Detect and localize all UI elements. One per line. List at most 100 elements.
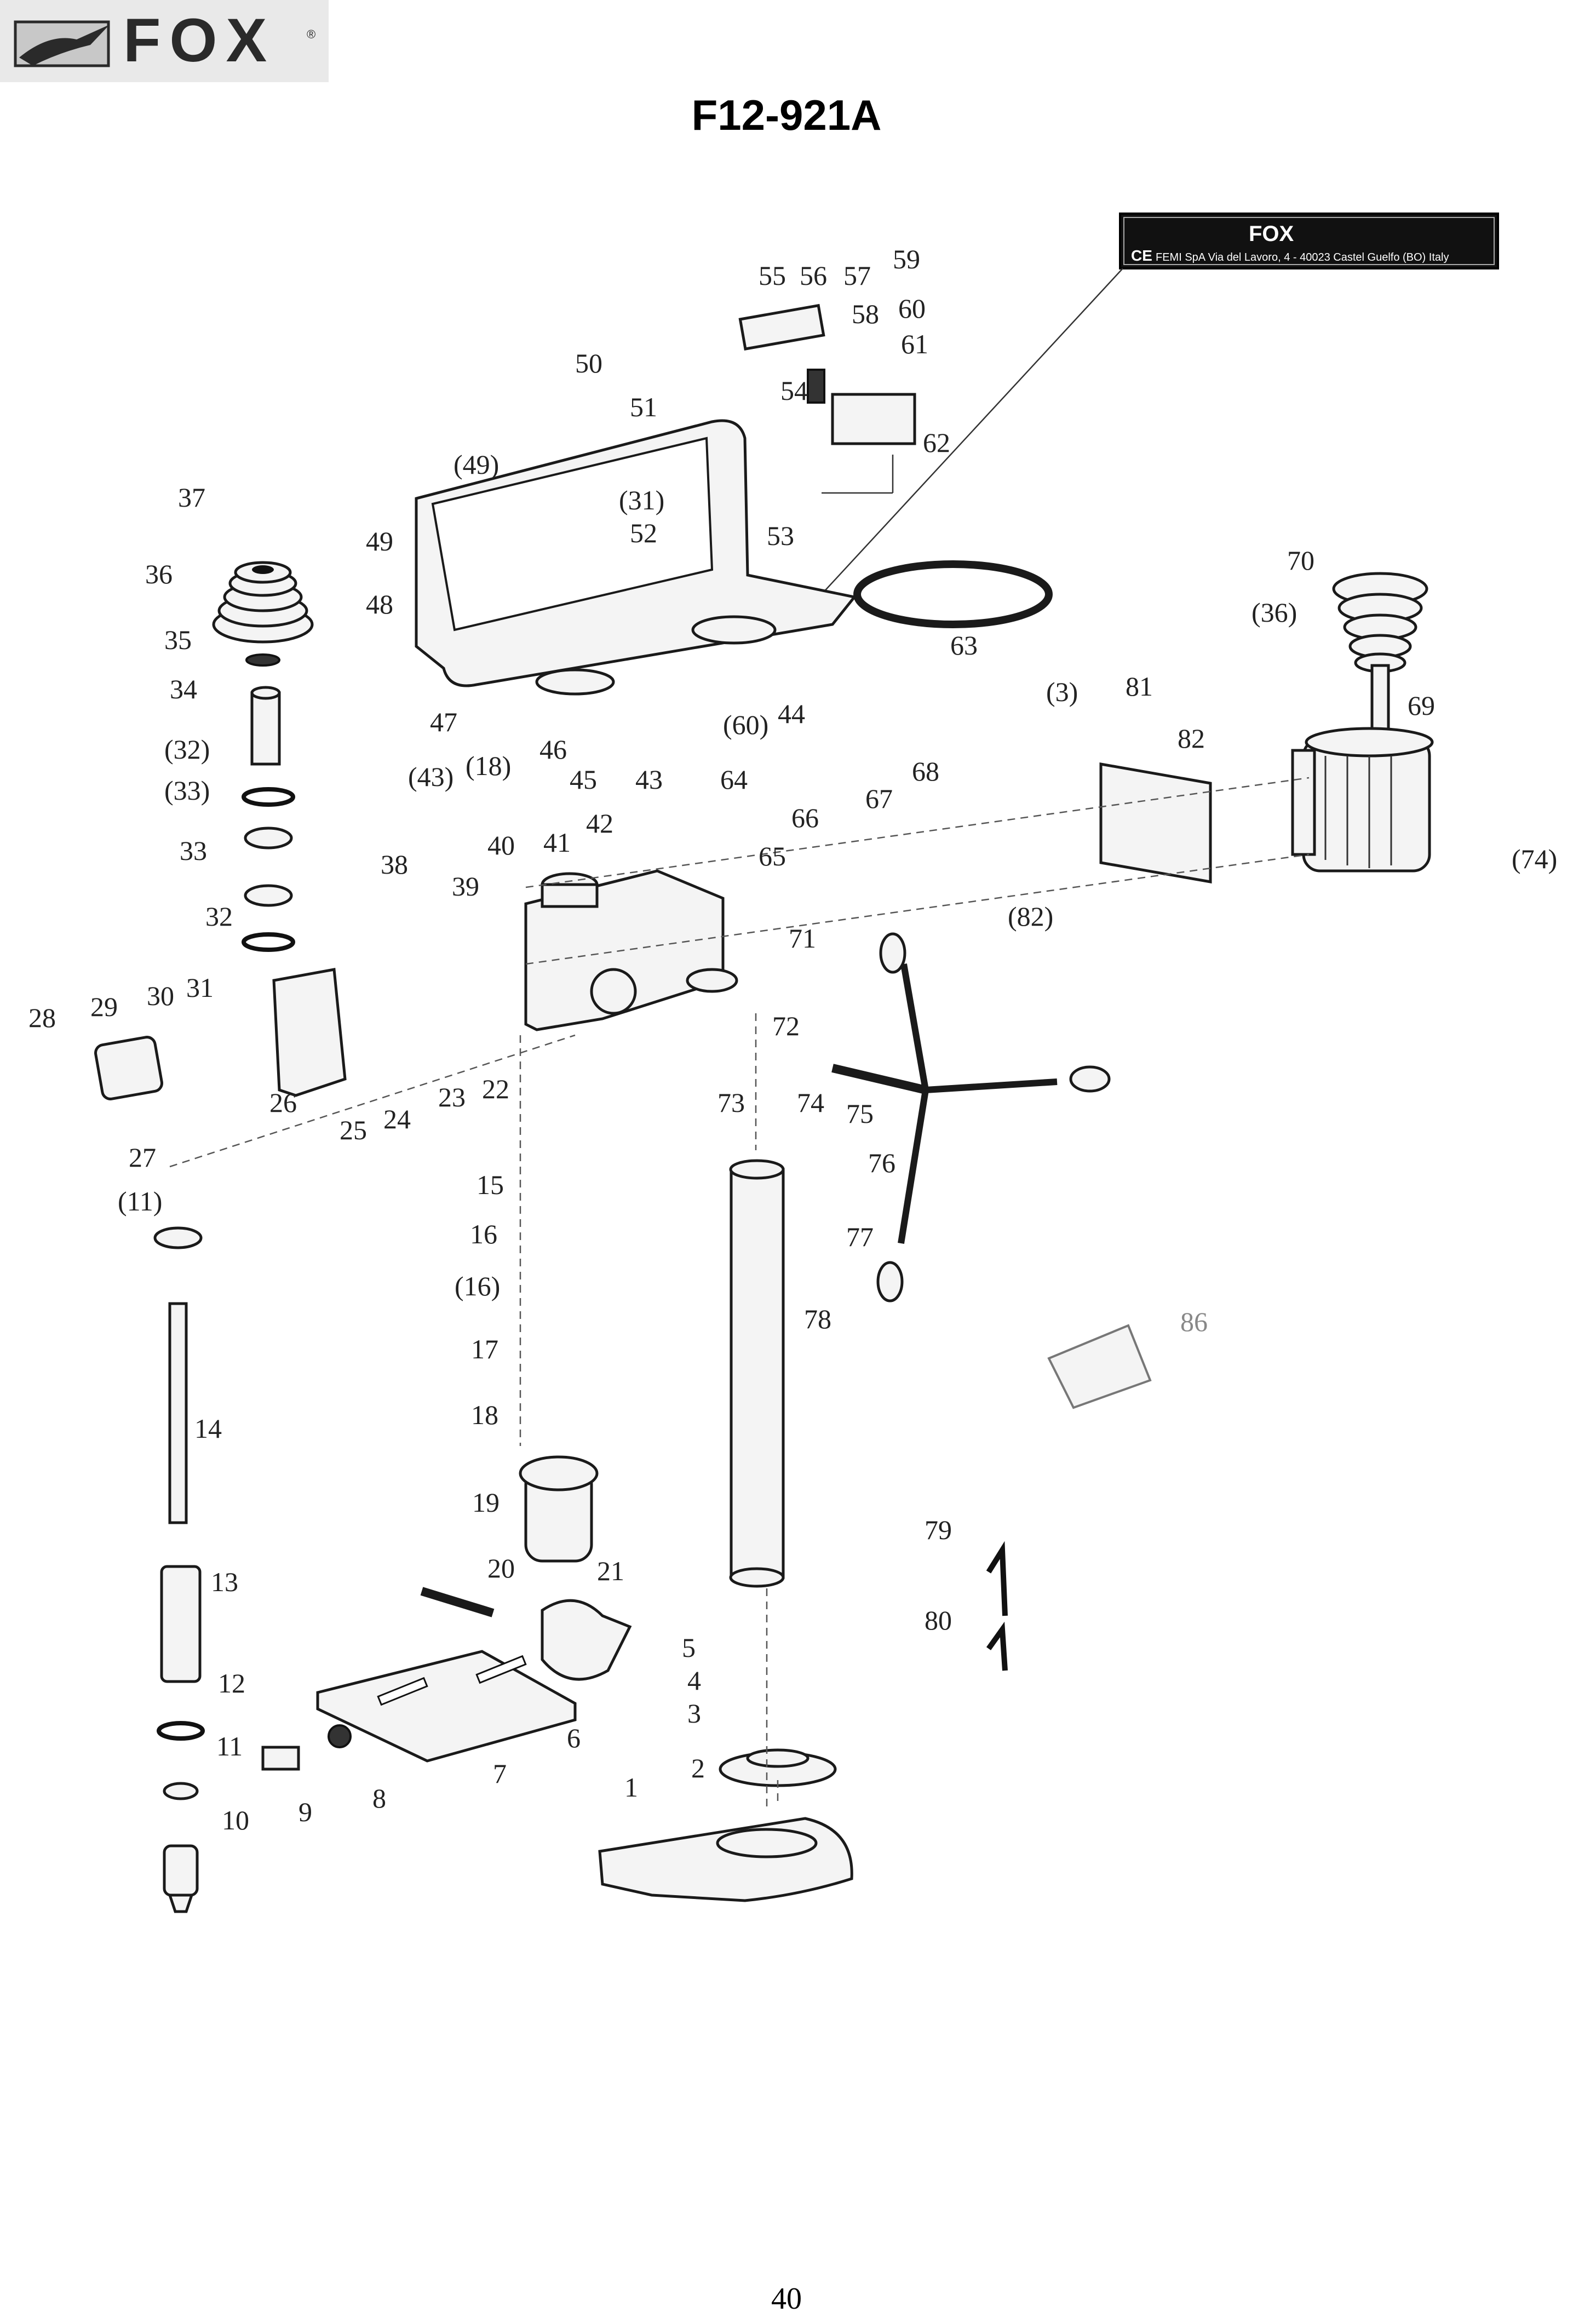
part-label: 86 (1180, 1306, 1208, 1337)
part-label: (33) (164, 775, 210, 806)
part-label: 71 (789, 923, 816, 954)
locking-bolt (261, 1746, 300, 1771)
part-label: 38 (381, 849, 408, 880)
part-label: 13 (211, 1566, 238, 1597)
part-label: 49 (366, 526, 393, 556)
part-label: 53 (767, 520, 794, 551)
part-label: 47 (430, 707, 457, 737)
registered-mark: ® (307, 27, 316, 41)
part-label: 19 (472, 1487, 500, 1518)
part-label: 73 (717, 1087, 745, 1118)
part-label: 67 (865, 783, 893, 814)
nameplate-brand: FOX (1249, 222, 1294, 246)
part-label: 43 (635, 764, 663, 795)
part-label: 58 (852, 299, 879, 329)
part-label: (18) (466, 750, 511, 781)
spindle-pulley (212, 561, 314, 644)
page-title: F12-921A (691, 91, 882, 139)
belt-cover (415, 419, 857, 696)
part-label: 70 (1287, 545, 1314, 576)
part-label: 12 (218, 1668, 245, 1698)
part-label: 39 (452, 871, 479, 902)
part-label: 45 (570, 764, 597, 795)
part-label: 10 (222, 1805, 249, 1835)
part-label: (11) (118, 1186, 162, 1216)
part-label: 48 (366, 589, 393, 619)
front-panel (272, 968, 347, 1097)
drive-belt (853, 560, 1053, 628)
part-label: 52 (630, 518, 657, 548)
switch-assembly (738, 303, 916, 494)
part-label: 6 (567, 1723, 581, 1753)
part-label: 5 (682, 1632, 696, 1663)
part-label: 26 (269, 1087, 297, 1118)
part-label: (16) (455, 1271, 500, 1301)
part-label: 2 (691, 1753, 705, 1783)
part-label: 56 (800, 260, 827, 291)
part-label: (82) (1008, 901, 1053, 932)
part-label: 74 (797, 1087, 824, 1118)
drill-chuck (163, 1844, 199, 1897)
part-label: 80 (925, 1605, 952, 1636)
part-label: 1 (624, 1772, 638, 1803)
part-label: 61 (901, 329, 928, 359)
part-label: (43) (408, 761, 453, 792)
part-label: 30 (147, 980, 174, 1011)
part-label: 21 (597, 1556, 624, 1586)
table-arm (541, 1599, 632, 1681)
part-label: (60) (723, 709, 768, 740)
part-label: 64 (720, 764, 748, 795)
part-label: 62 (923, 427, 950, 458)
logo-wordmark: FOX (123, 6, 276, 74)
part-label: 57 (843, 260, 871, 291)
part-label: 66 (791, 802, 819, 833)
nameplate: FOX CE FEMI SpA Via del Lavoro, 4 - 4002… (821, 213, 1499, 595)
switch-box (94, 1036, 163, 1100)
motor-bracket (1099, 762, 1212, 883)
part-label: 3 (687, 1698, 701, 1729)
part-label: (32) (164, 734, 210, 765)
part-label: 9 (298, 1797, 312, 1827)
part-label: 46 (539, 734, 567, 765)
part-label: 51 (630, 392, 657, 422)
part-label: 42 (586, 808, 613, 839)
part-label: 34 (170, 674, 197, 704)
part-label: 50 (575, 348, 602, 378)
part-label: 15 (477, 1169, 504, 1200)
part-label: 40 (487, 830, 515, 860)
part-label: 18 (471, 1399, 498, 1430)
part-label: 32 (205, 901, 233, 932)
hex-key-small (986, 1621, 1008, 1671)
part-label: 22 (482, 1074, 509, 1104)
part-label: (49) (453, 449, 499, 480)
part-label: 75 (846, 1098, 874, 1129)
nameplate-ce-mark: CE (1131, 247, 1152, 264)
part-label: (74) (1512, 843, 1557, 874)
part-label: 72 (772, 1011, 800, 1041)
part-label: 76 (868, 1147, 895, 1178)
column (729, 1159, 785, 1588)
part-label: 8 (372, 1783, 386, 1814)
part-label: 63 (950, 630, 978, 661)
feed-handles (831, 932, 1111, 1302)
part-label: 55 (759, 260, 786, 291)
head-casting (524, 869, 738, 1031)
part-label: 78 (804, 1304, 831, 1334)
part-label: 69 (1408, 690, 1435, 721)
hex-key-large (986, 1541, 1008, 1616)
part-label: 79 (925, 1514, 952, 1545)
motor (1291, 727, 1434, 873)
part-label: 28 (28, 1002, 56, 1033)
part-label: (3) (1046, 676, 1078, 707)
part-label: 36 (145, 559, 173, 589)
part-label: 37 (178, 482, 205, 513)
work-table (316, 1650, 577, 1763)
part-label: 4 (687, 1665, 701, 1696)
part-label: 20 (487, 1553, 515, 1583)
nameplate-address: FEMI SpA Via del Lavoro, 4 - 40023 Caste… (1156, 251, 1449, 263)
part-label: 54 (780, 375, 808, 406)
part-label: 7 (493, 1758, 507, 1789)
part-label: 25 (340, 1115, 367, 1145)
part-label: 77 (846, 1221, 874, 1252)
